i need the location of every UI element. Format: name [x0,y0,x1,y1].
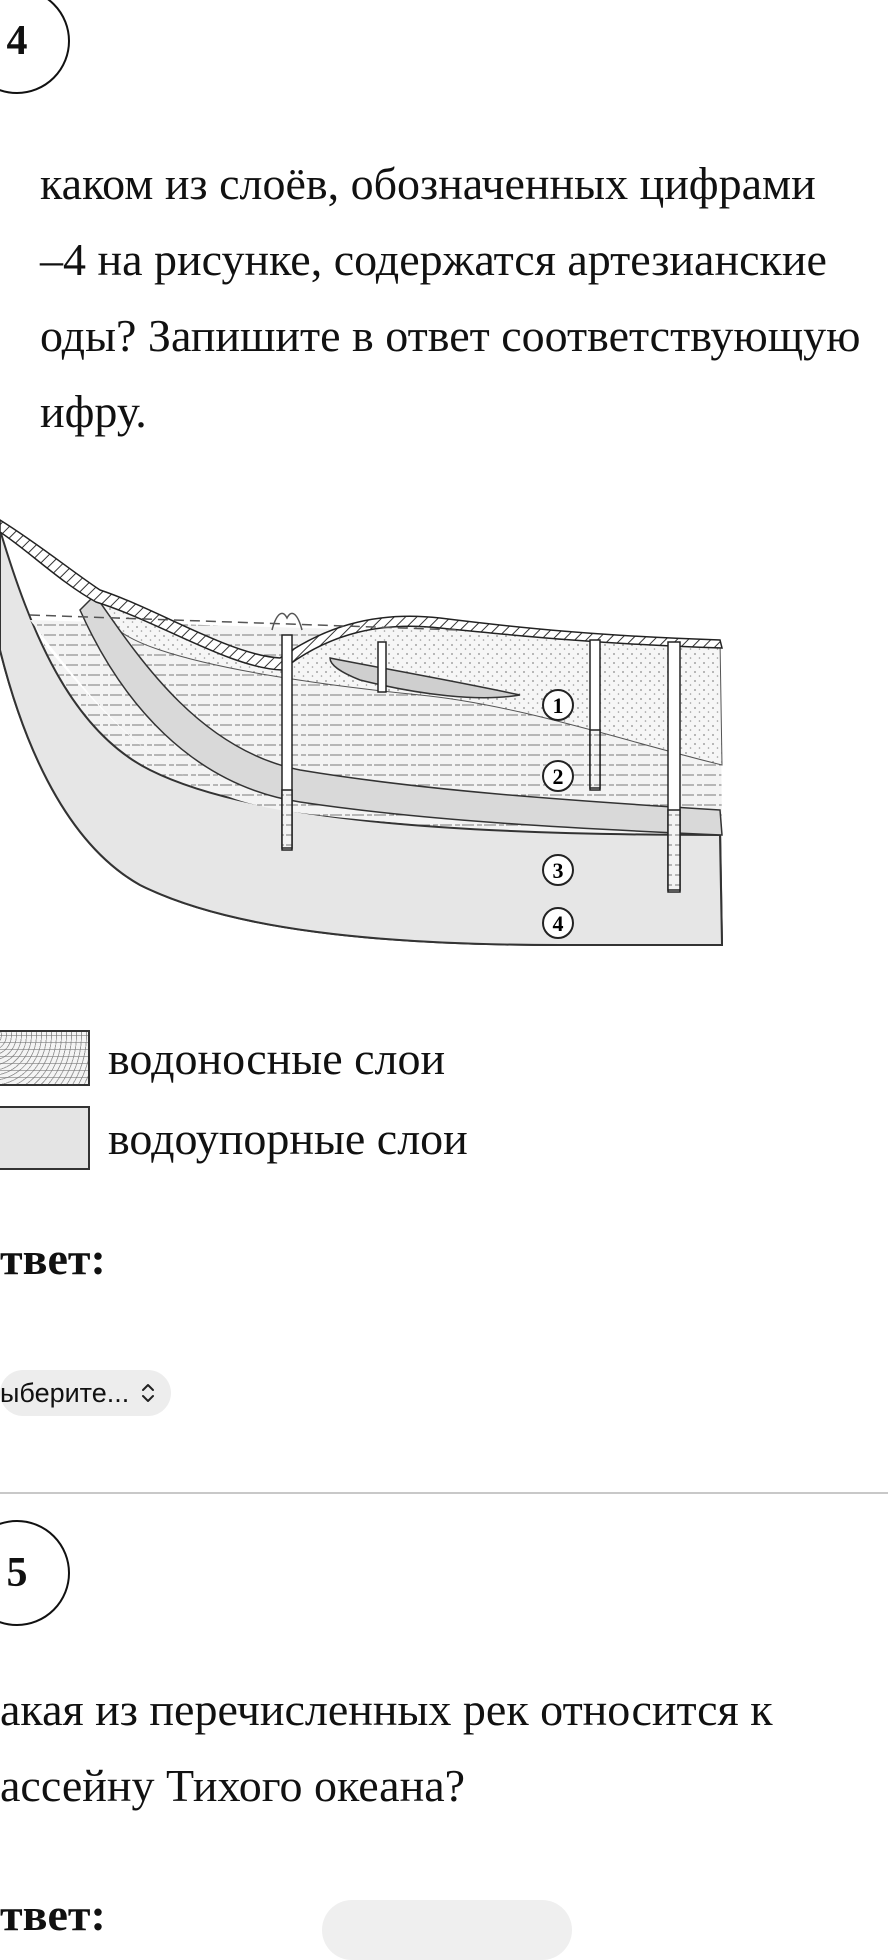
question-number-badge: 4 [0,0,70,94]
question-line: каком из слоёв, обозначенных цифрами [40,158,816,209]
question-line: ассейну Тихого океана? [0,1760,466,1811]
aquitard-swatch [0,1106,90,1170]
question-line: ифру. [40,386,147,437]
well-1 [271,612,303,851]
question-number: 5 [6,1550,28,1596]
layer-marker-2: 2 [542,760,574,792]
select-value: ыберите... [0,1377,130,1408]
question-divider [0,1492,888,1494]
piezometric-line [29,614,461,631]
question-line: –4 на рисунке, содержатся артезианские [40,234,827,285]
answer-select[interactable]: ыберите... [0,1370,172,1416]
question-text: акая из перечисленных рек относится к ас… [0,1672,773,1824]
legend-aquifer: водоносные слои [0,1030,445,1086]
question-line: акая из перечисленных рек относится к [0,1684,773,1735]
ground-surface [0,519,723,671]
layer-marker-label: 2 [553,764,564,789]
question-number-badge: 5 [0,1520,70,1626]
question-number: 4 [6,18,28,64]
chevron-up-down-icon [142,1384,155,1402]
legend-label: водоносные слои [108,1032,446,1084]
answer-label: твет: [0,1889,106,1940]
question-line: оды? Запишите в ответ соответствующую [40,310,861,361]
answer-label: твет: [0,1233,106,1284]
legend-aquitard: водоупорные слои [0,1106,468,1170]
aquifer-swatch [0,1030,90,1086]
answer-input-pill[interactable] [322,1900,572,1960]
layer-marker-4: 4 [542,907,574,939]
well-4 [667,641,681,893]
well-2 [377,641,387,693]
layer-marker-label: 3 [553,858,564,883]
legend-label: водоупорные слои [108,1112,468,1164]
layer-marker-3: 3 [542,854,574,886]
layer-marker-label: 4 [553,911,564,936]
layer-marker-label: 1 [553,693,564,718]
layer-marker-1: 1 [542,689,574,721]
well-3 [589,639,601,791]
question-text: каком из слоёв, обозначенных цифрами –4 … [40,146,861,450]
inclined-aquitard-band [79,593,723,836]
artesian-basin-diagram: 1 2 3 4 [0,519,724,946]
